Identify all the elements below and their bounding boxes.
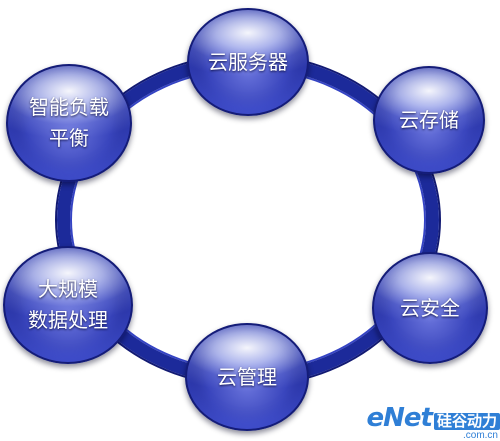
watermark-brand: eNet — [366, 403, 433, 433]
node-smart-load-balancing: 智能负载 平衡 — [6, 64, 132, 182]
node-label: 云管理 — [217, 364, 277, 389]
node-cloud-server: 云服务器 — [187, 8, 309, 116]
node-label: 云安全 — [400, 295, 460, 320]
node-label: 云存储 — [399, 107, 459, 132]
node-big-data-processing: 大规模 数据处理 — [3, 246, 133, 364]
node-label-line-1: 大规模 — [38, 277, 98, 301]
watermark-logo: eNet 硅谷动力 .com.cn — [360, 403, 500, 441]
node-label-line-2: 数据处理 — [28, 308, 108, 332]
node-cloud-management: 云管理 — [185, 323, 309, 431]
watermark-brand-cn: 硅谷动力 — [433, 413, 500, 430]
node-label-line-2: 平衡 — [49, 126, 89, 150]
node-cloud-security: 云安全 — [372, 252, 488, 364]
watermark-url: .com.cn — [462, 430, 498, 441]
node-label-line-1: 智能负载 — [29, 95, 109, 119]
node-label: 云服务器 — [208, 49, 288, 74]
node-cloud-storage: 云存储 — [373, 66, 485, 174]
